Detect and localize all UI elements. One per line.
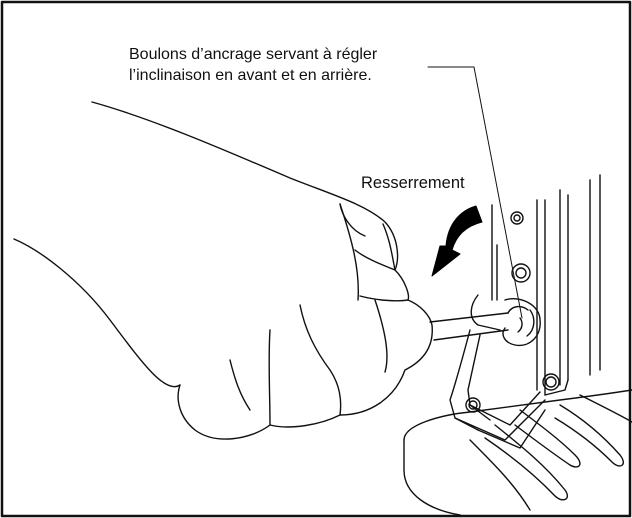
curved-arrow-icon [431, 205, 483, 277]
hand [13, 101, 433, 440]
tightening-label: Resserrement [361, 174, 465, 192]
anchor-bolts-label-line1: Boulons d’ancrage servant à régler [129, 46, 378, 63]
anchor-bolts-label: Boulons d’ancrage servant à régler l’inc… [129, 44, 377, 86]
bracket [449, 294, 546, 449]
base-plate [403, 389, 632, 516]
column [491, 174, 601, 396]
anchor-bolts-label-line2: l’inclinaison en avant et en arrière. [129, 67, 372, 84]
wrench [429, 298, 541, 347]
leader-line [427, 66, 523, 319]
